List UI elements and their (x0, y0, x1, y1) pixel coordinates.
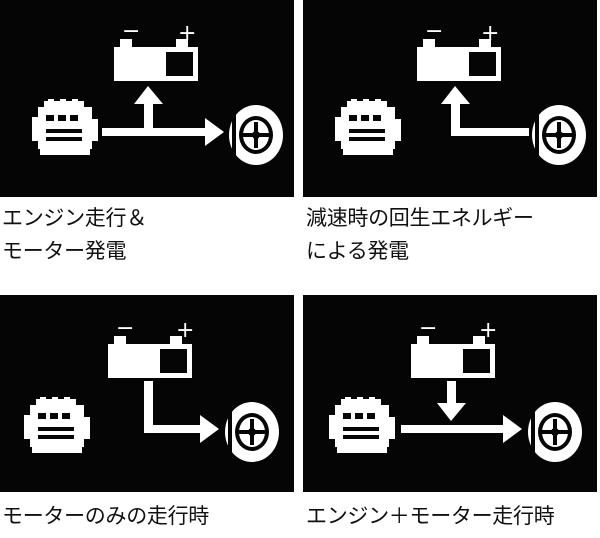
battery-minus-label: − (425, 19, 443, 44)
panel-motor-only: − + (0, 295, 294, 492)
arrow-icon (401, 381, 522, 443)
wheel-icon (225, 402, 279, 462)
engine-icon (24, 397, 90, 453)
caption-line: モーターのみの走行時 (2, 504, 209, 528)
panel-engine-drive-and-generate: − + (0, 0, 294, 197)
engine-icon (32, 99, 98, 155)
battery-minus-label: − (122, 19, 140, 44)
panel-engine-plus-motor: − + (303, 295, 597, 492)
battery-icon (114, 39, 198, 81)
caption-line: による発電 (306, 239, 409, 263)
engine-icon (329, 397, 395, 453)
battery-minus-label: − (116, 316, 134, 341)
arrow-icon (441, 86, 529, 136)
battery-icon (108, 336, 192, 378)
caption-line: エンジン＋モーター走行時 (306, 504, 555, 528)
caption-line: エンジン走行＆ (2, 206, 147, 230)
caption-motor-only: モーターのみの走行時 (2, 500, 209, 533)
caption-line: 減速時の回生エネルギー (306, 206, 534, 230)
arrow-icon (102, 86, 224, 146)
caption-engine-plus-motor: エンジン＋モーター走行時 (306, 500, 555, 533)
battery-icon (411, 336, 495, 378)
caption-regenerative-braking: 減速時の回生エネルギー による発電 (306, 202, 534, 268)
caption-engine-drive-and-generate: エンジン走行＆ モーター発電 (2, 202, 147, 268)
wheel-icon (532, 105, 586, 165)
engine-icon (335, 99, 401, 155)
caption-line: モーター発電 (2, 239, 127, 263)
battery-icon (417, 39, 501, 81)
panel-regenerative-braking: − + (303, 0, 597, 197)
arrow-icon (144, 381, 219, 443)
wheel-icon (229, 105, 283, 165)
wheel-icon (528, 402, 582, 462)
battery-minus-label: − (419, 316, 437, 341)
